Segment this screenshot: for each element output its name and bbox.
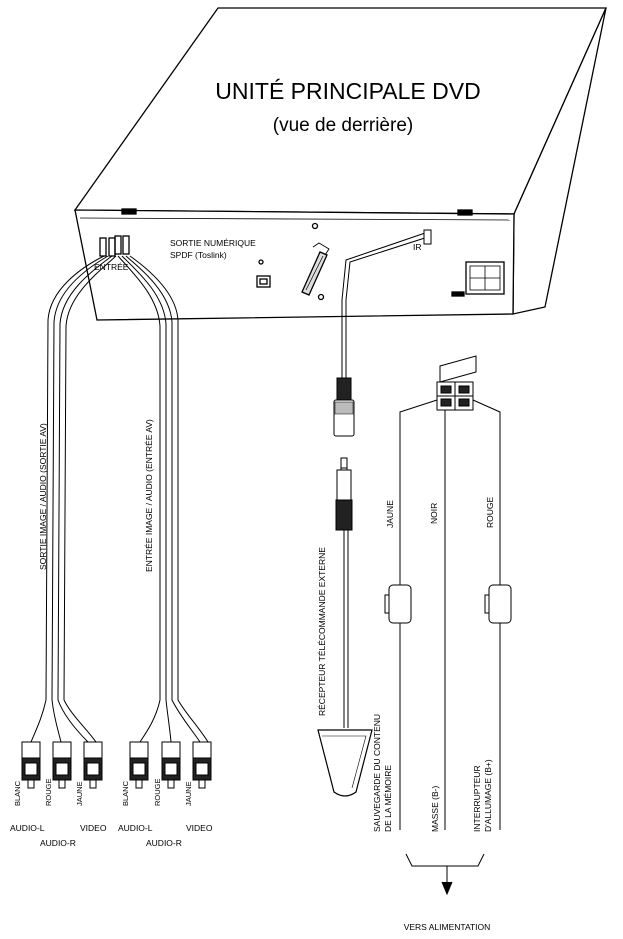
rca-right-color-1: BLANC — [121, 780, 130, 806]
rca-plugs-left — [21, 741, 103, 789]
rca-left-audio-l: AUDIO-L — [10, 823, 45, 833]
rca-left-color-1: BLANC — [13, 780, 22, 806]
ir-label: IR — [413, 242, 422, 252]
rca-left-audio-r: AUDIO-R — [40, 838, 76, 848]
to-power-label: VERS ALIMENTATION — [404, 922, 491, 932]
memory-label-2: DE LA MÉMOIRE — [383, 765, 393, 832]
av-in-cable — [117, 255, 209, 743]
av-in-cable-label: ENTRÉE IMAGE / AUDIO (ENTRÉE AV) — [144, 419, 154, 572]
rca-plugs-right — [129, 741, 212, 789]
rca-plug — [52, 741, 72, 789]
rca-left-color-2: ROUGE — [44, 778, 53, 806]
rca-right-audio-l: AUDIO-L — [118, 823, 153, 833]
memory-label-1: SAUVEGARDE DU CONTENU — [372, 714, 382, 832]
rca-plug — [192, 741, 212, 789]
rca-plug — [21, 741, 41, 789]
entree-label: ENTRÉE — [94, 262, 129, 272]
ignition-label-1: INTERRUPTEUR — [472, 765, 482, 832]
av-out-cable — [30, 255, 117, 743]
wire-yellow-label: JAUNE — [385, 500, 395, 528]
ground-label: MASSE (B-) — [430, 786, 440, 832]
rca-left-color-3: JAUNE — [75, 781, 84, 806]
rca-right-video: VIDEO — [186, 823, 213, 833]
dvd-unit — [73, 7, 608, 321]
ir-receiver-label: RÉCEPTEUR TÉLÉCOMMANDE EXTERNE — [317, 547, 327, 716]
rca-plug — [161, 741, 181, 789]
ir-cable — [317, 229, 432, 797]
rca-right-color-2: ROUGE — [153, 778, 162, 806]
unit-title: UNITÉ PRINCIPALE DVD — [215, 78, 480, 104]
ignition-label-2: D'ALLUMAGE (B+) — [483, 759, 493, 832]
wire-red-label: ROUGE — [485, 497, 495, 529]
unit-subtitle: (vue de derrière) — [273, 115, 413, 136]
digital-out-label-2: SPDF (Toslink) — [170, 250, 227, 260]
digital-out-label-1: SORTIE NUMÉRIQUE — [170, 238, 256, 248]
rca-right-color-3: JAUNE — [184, 781, 193, 806]
power-harness — [384, 355, 512, 896]
rca-plug — [129, 741, 149, 789]
rca-right-audio-r: AUDIO-R — [146, 838, 182, 848]
av-out-cable-label: SORTIE IMAGE / AUDIO (SORTIE AV) — [38, 423, 48, 570]
rca-plug — [83, 741, 103, 789]
rca-left-video: VIDEO — [80, 823, 107, 833]
wire-black-label: NOIR — [429, 503, 439, 524]
